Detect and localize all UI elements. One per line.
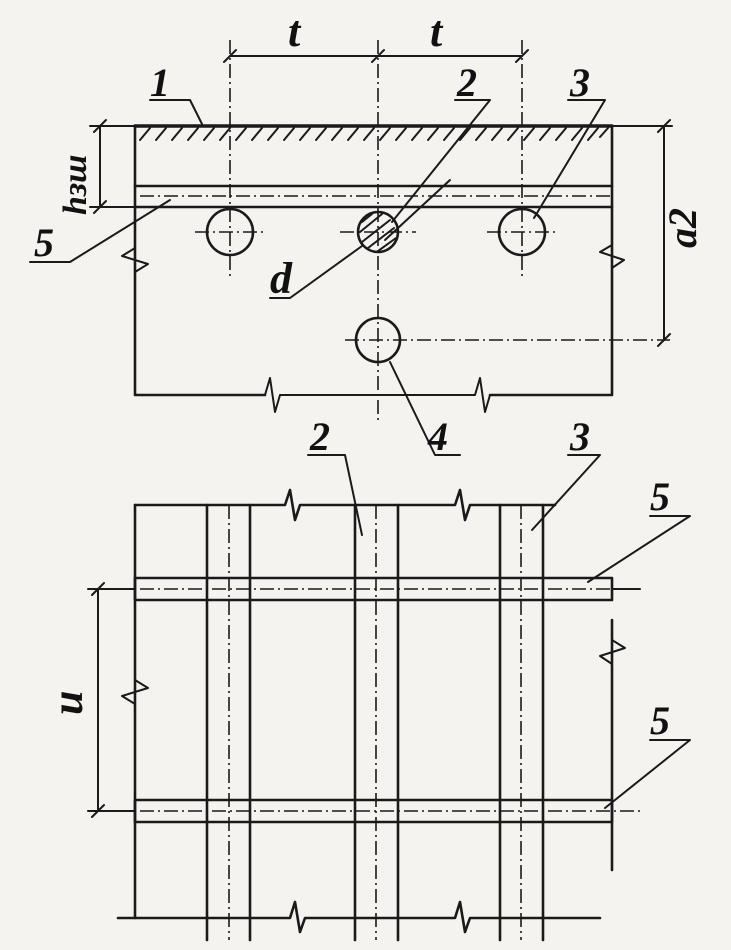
- callout-3-top: 3: [569, 60, 590, 105]
- callout-4: 4: [427, 414, 448, 459]
- leader-1: [149, 99, 203, 125]
- label-h-zsh: hзш: [57, 155, 94, 216]
- leader-4: [389, 361, 461, 456]
- heating-element-hatched: [356, 210, 400, 254]
- callout-5-lower: 5: [650, 698, 670, 743]
- leader-5-top: [29, 199, 171, 263]
- section-outline: [133, 124, 614, 397]
- label-d: d: [270, 254, 293, 303]
- pipe-hole-left: [205, 207, 255, 257]
- leader-5-lower: [604, 739, 691, 809]
- leader-2: [391, 99, 491, 223]
- label-a2: a2: [660, 208, 705, 248]
- leader-5-upper: [587, 515, 691, 583]
- leader-3: [533, 99, 606, 219]
- callout-2-bottom: 2: [309, 414, 330, 459]
- pipe-hole-right: [497, 207, 547, 257]
- callout-3-bottom: 3: [569, 414, 590, 459]
- leader-d: [269, 245, 363, 299]
- plan-top-edge: [133, 488, 557, 522]
- label-t-left: t: [288, 7, 302, 56]
- h-dim-ticks: [93, 119, 107, 214]
- section-view: [29, 40, 673, 456]
- right-break-mark: [599, 244, 625, 269]
- a2-ticks: [657, 119, 671, 347]
- u-ticks: [91, 582, 105, 818]
- leader-3-plan: [531, 454, 601, 531]
- pitch-ticks: [223, 49, 529, 63]
- left-break-mark: [121, 247, 149, 273]
- callout-5-top: 5: [34, 220, 54, 265]
- plan-view: [87, 454, 691, 942]
- label-u: u: [43, 691, 92, 715]
- callout-5-upper: 5: [650, 474, 670, 519]
- leader-2-arrow: [384, 179, 451, 241]
- plan-left-break: [121, 679, 149, 705]
- surface-hatching: [139, 127, 609, 141]
- callout-2-top: 2: [456, 60, 477, 105]
- callout-1: 1: [150, 60, 170, 105]
- leader-2-plan: [307, 454, 363, 536]
- plan-right-break: [599, 639, 626, 665]
- label-t-right: t: [430, 7, 444, 56]
- plan-bottom-edge: [116, 900, 602, 934]
